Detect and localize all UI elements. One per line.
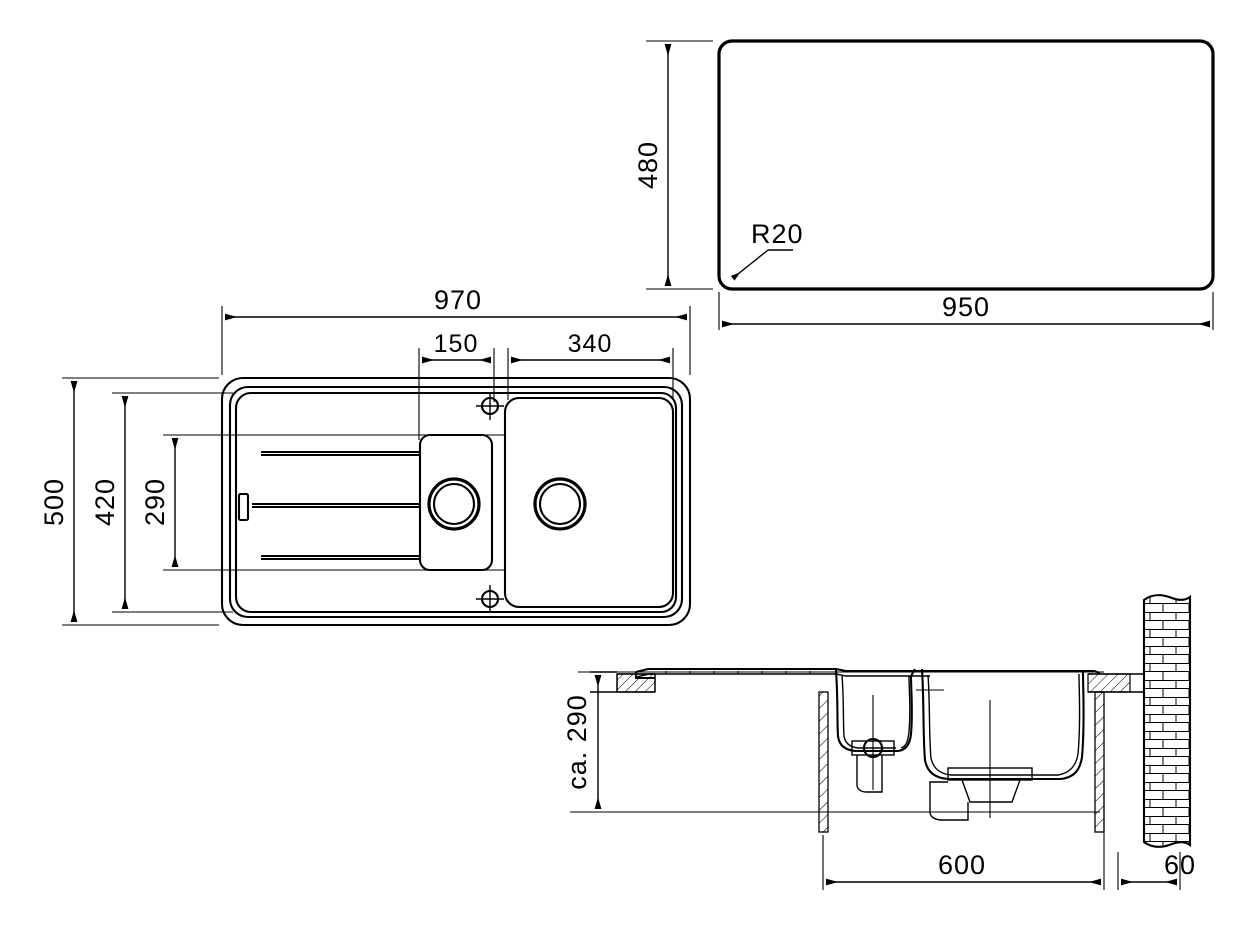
plan-height-label: 500 [39,478,69,526]
section-height-label: ca. 290 [562,694,592,790]
sink-inner-outline [234,391,678,614]
tap-hole-marker-bottom [476,585,504,613]
bowl-offset-dimension: 150 [418,330,495,440]
cutout-width-label: 950 [942,292,990,322]
worktop [590,671,1144,693]
tap-hole-marker-top [476,392,504,420]
plan-height-dimension: 500 [39,377,219,626]
main-bowl-drain [533,477,587,531]
drainer-grooves [252,450,419,561]
corner-radius-label: R20 [751,219,804,249]
sink-body-section [634,667,1101,821]
cutout-width-dimension: 950 [718,292,1214,330]
inner-height-label: 420 [90,478,120,526]
plan-width-label: 970 [434,285,482,315]
cabinet-width-label: 600 [938,850,986,880]
bowl-height-label: 290 [140,478,170,526]
small-bowl-drain [427,477,481,531]
cutout-height-label: 480 [633,141,663,189]
inner-height-dimension: 420 [90,392,233,613]
bowl-offset-label: 150 [434,330,479,358]
cabinet-panels [818,691,1105,833]
plan-view: 970 150 340 500 420 [39,285,692,627]
plan-width-dimension: 970 [221,285,691,375]
sink-rim-outline [228,385,684,619]
overflow-slot [237,492,250,522]
section-height-dimension: ca. 290 [562,671,630,813]
brick-wall [1142,594,1192,848]
cabinet-width-dimension: 600 [822,784,1105,890]
sink-outer-outline [220,376,692,627]
cutout-height-dimension: 480 [633,40,713,290]
wall-gap-dimension: 60 [1117,850,1196,890]
bowl-width-label: 340 [568,330,613,358]
corner-radius-callout: R20 [730,219,804,281]
main-bowl-outline [503,396,675,609]
cutout-view: 480 950 R20 [633,39,1215,330]
cabinet-side-panel-right [1094,691,1105,833]
cutout-outline [717,39,1215,291]
section-view: ca. 290 600 60 [562,594,1196,890]
bowl-height-dimension: 290 [140,434,504,571]
bowl-width-dimension: 340 [507,330,674,400]
small-bowl-outline [418,433,494,572]
wall-gap-label: 60 [1164,850,1196,880]
cabinet-side-panel-left [818,691,829,833]
worktop-cut-edge-right [1087,673,1131,693]
